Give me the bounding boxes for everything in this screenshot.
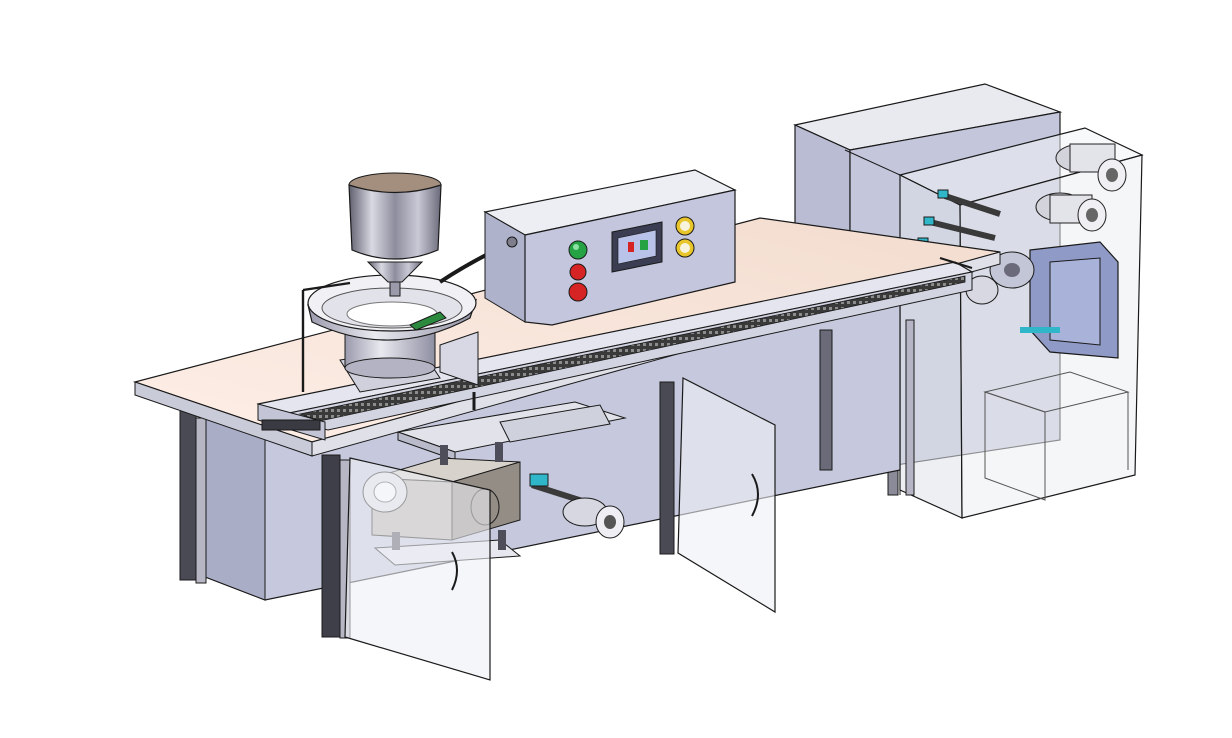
label-roller-icon bbox=[1035, 192, 1107, 232]
hopper-icon bbox=[348, 172, 442, 297]
red-button-icon bbox=[568, 263, 588, 302]
applicator-mechanism bbox=[965, 241, 1119, 359]
display-icon bbox=[611, 221, 663, 273]
control-box-icon bbox=[483, 169, 737, 326]
green-button-icon bbox=[568, 240, 588, 260]
door-icon bbox=[344, 377, 776, 681]
gauge-icon bbox=[675, 216, 695, 258]
labeling-station-enclosure bbox=[793, 83, 1144, 519]
bowl-feeder-icon bbox=[301, 274, 479, 393]
label-roller-icon bbox=[1055, 143, 1127, 192]
